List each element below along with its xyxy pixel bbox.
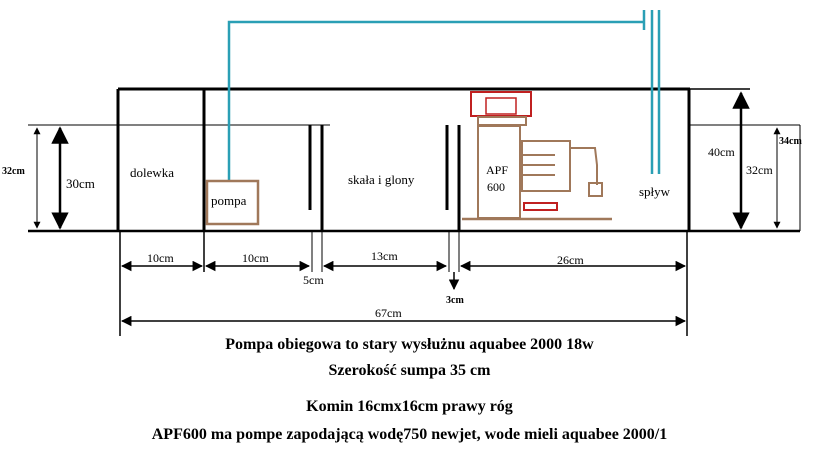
right-dimensions [732, 91, 801, 231]
partitions [202, 89, 461, 272]
label-dolewka: dolewka [130, 165, 174, 180]
dim-left-inner: 30cm [66, 176, 95, 191]
dim-right-40: 40cm [708, 145, 735, 159]
note-pump: Pompa obiegowa to stary wysłużnu aquabee… [225, 336, 594, 353]
dim-13: 13cm [371, 249, 398, 263]
dim-5: 5cm [303, 273, 324, 287]
note-apf: APF600 ma pompe zapodającą wodę750 newje… [151, 426, 668, 443]
label-pompa: pompa [211, 193, 247, 208]
dim-10a: 10cm [147, 251, 174, 265]
note-width: Szerokość sumpa 35 cm [328, 362, 491, 379]
dim-26: 26cm [557, 253, 584, 267]
label-apf-2: 600 [487, 180, 505, 194]
label-apf-1: APF [486, 163, 508, 177]
apf600-skimmer [462, 91, 612, 221]
dim-left-outer: 32cm [2, 166, 25, 177]
horizontal-dimensions [119, 231, 688, 336]
dim-right-32: 32cm [746, 163, 773, 177]
dim-3: 3cm [446, 295, 464, 306]
note-chimney: Komin 16cmx16cm prawy róg [306, 398, 513, 415]
return-pipe [227, 10, 661, 182]
dim-right-34: 34cm [779, 136, 802, 147]
label-splyw: spływ [639, 184, 671, 199]
sump-outline [28, 87, 800, 233]
label-skala: skała i glony [348, 172, 415, 187]
left-dimensions [33, 126, 69, 230]
dim-67: 67cm [375, 306, 402, 320]
dim-10b: 10cm [242, 251, 269, 265]
pump-box [205, 179, 260, 226]
